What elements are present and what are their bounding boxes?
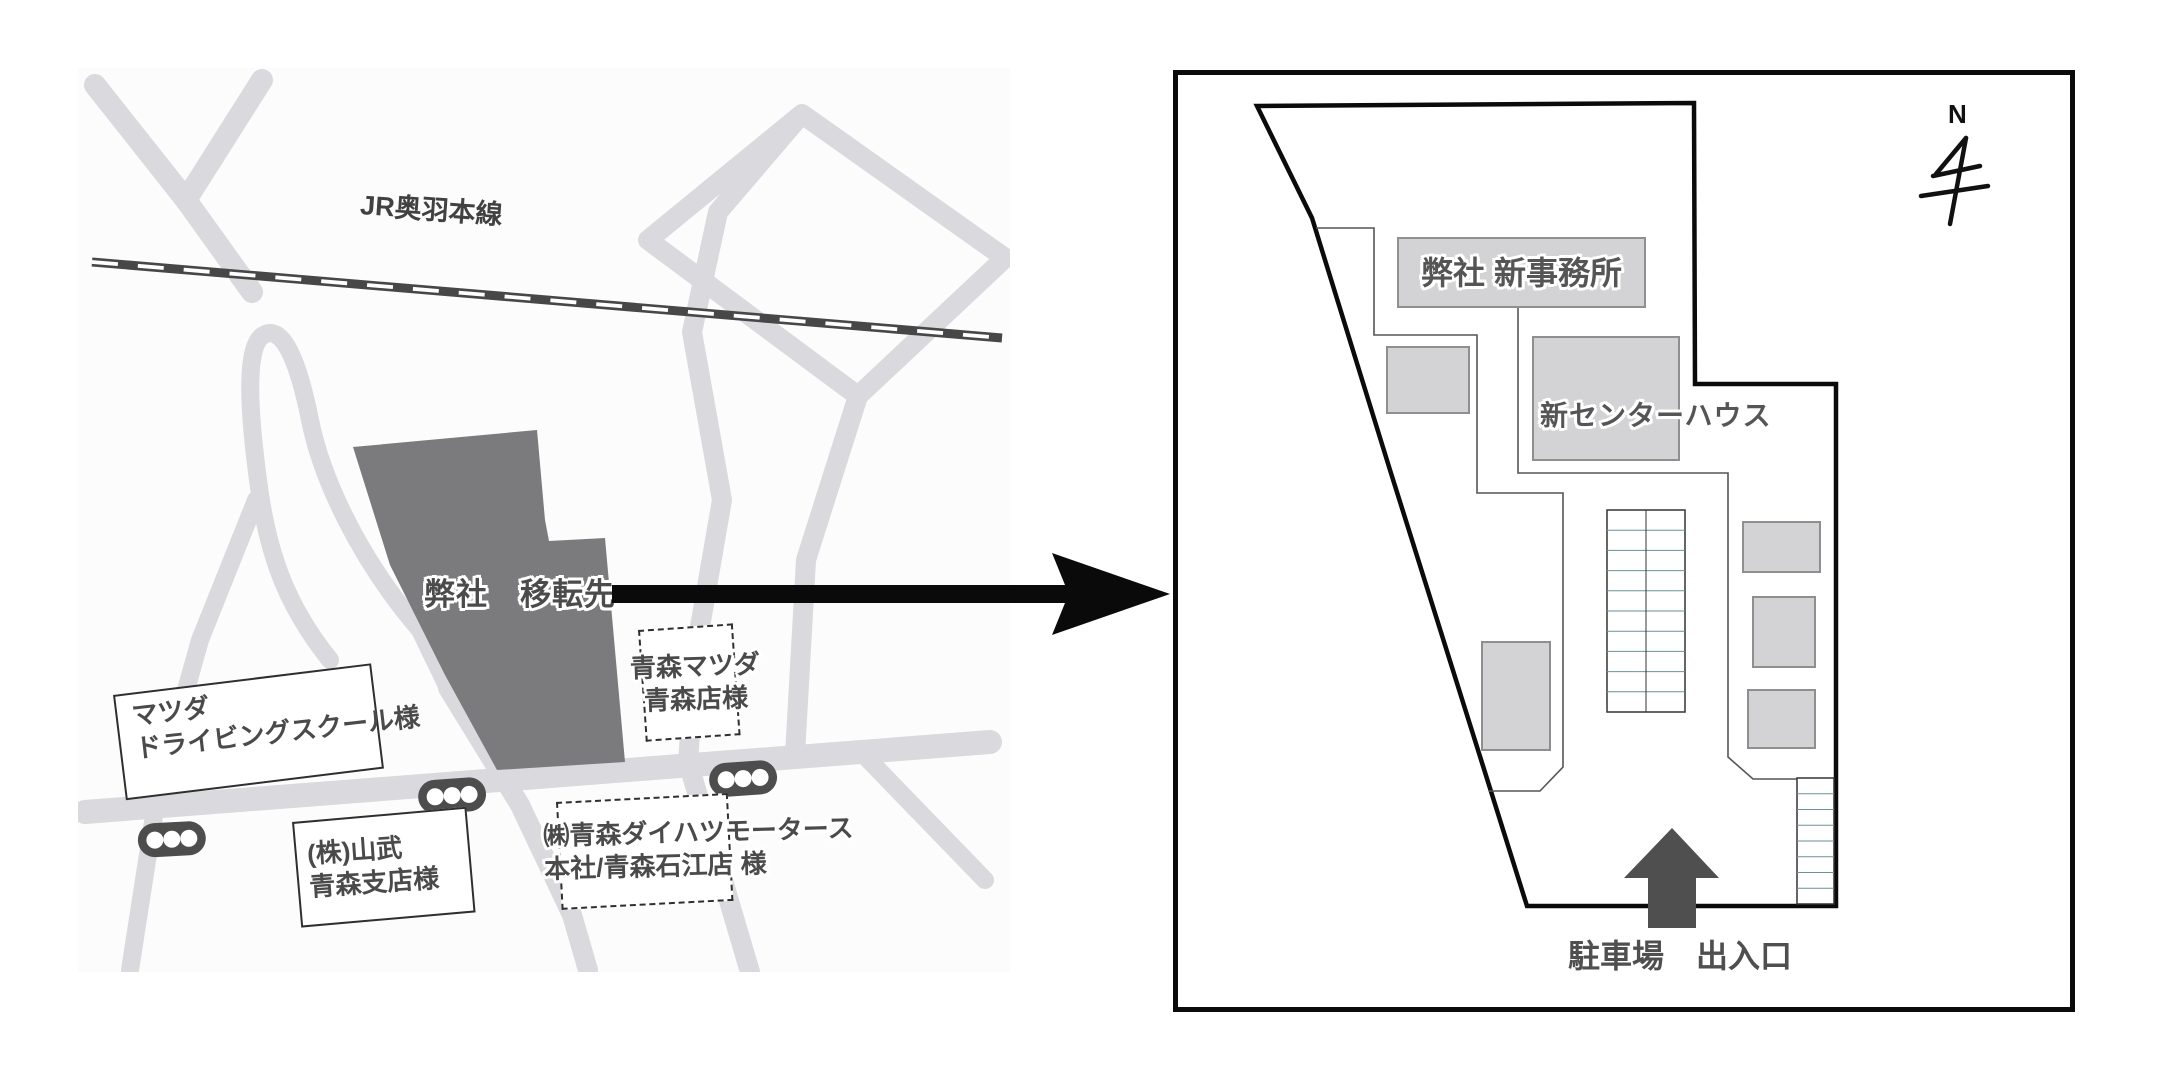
street-map-canvas <box>78 69 1010 972</box>
railway-line <box>91 257 1003 343</box>
landmark-label-line: 青森店様 <box>643 681 749 716</box>
north-label: N <box>1948 99 1967 129</box>
lot-lines <box>1316 227 1797 792</box>
site-plan-canvas <box>1253 100 1991 928</box>
building-center-house <box>1532 336 1680 461</box>
road-loop <box>241 324 457 697</box>
building-east-block-2 <box>1752 596 1816 668</box>
relocation-label: 弊社 移転先 <box>424 577 616 612</box>
landmark-label-line: 青森マツダ <box>629 648 761 684</box>
parking-entrance-label: 駐車場 出入口 <box>1567 938 1792 974</box>
building-west-block <box>1481 641 1551 751</box>
landmark-label-yamatake: (株)山武 青森支店様 <box>306 829 440 903</box>
site-boundary <box>1253 100 1839 909</box>
new-office-label: 弊社 新事務所 <box>1421 255 1622 291</box>
road-block-loop <box>638 104 1010 406</box>
road <box>785 386 868 765</box>
landmark-label-aomori-daihatsu: ㈱青森ダイハツモータース 本社/青森石江店 様 <box>543 812 855 885</box>
relocation-building-shape <box>353 430 625 770</box>
building-small-annex <box>1386 346 1470 414</box>
road <box>438 678 598 972</box>
road <box>853 744 994 889</box>
site-plan-panel <box>1173 70 2075 1012</box>
traffic-light-icon <box>418 777 487 814</box>
building-east-block-3 <box>1747 689 1816 749</box>
entrance-arrow-icon <box>1624 828 1719 928</box>
landmark-label-aomori-mazda: 青森マツダ 青森店様 <box>612 647 779 718</box>
building-east-block-1 <box>1742 521 1821 573</box>
traffic-light-icon <box>709 760 778 797</box>
road-main <box>78 730 1002 824</box>
site-buildings <box>1386 237 1821 751</box>
parking-stalls-right <box>1796 777 1835 905</box>
north-compass-icon <box>1918 135 1991 227</box>
roads <box>78 69 1010 972</box>
building-new-office <box>1397 237 1646 308</box>
lot-line <box>1316 227 1564 792</box>
lot-line <box>1517 307 1797 780</box>
transfer-arrow-icon <box>612 553 1170 635</box>
street-map <box>78 68 1010 972</box>
traffic-light-icon <box>137 821 206 858</box>
road <box>175 69 273 211</box>
parking-grid <box>1606 509 1686 713</box>
center-house-label: 新センターハウス <box>1540 400 1772 431</box>
